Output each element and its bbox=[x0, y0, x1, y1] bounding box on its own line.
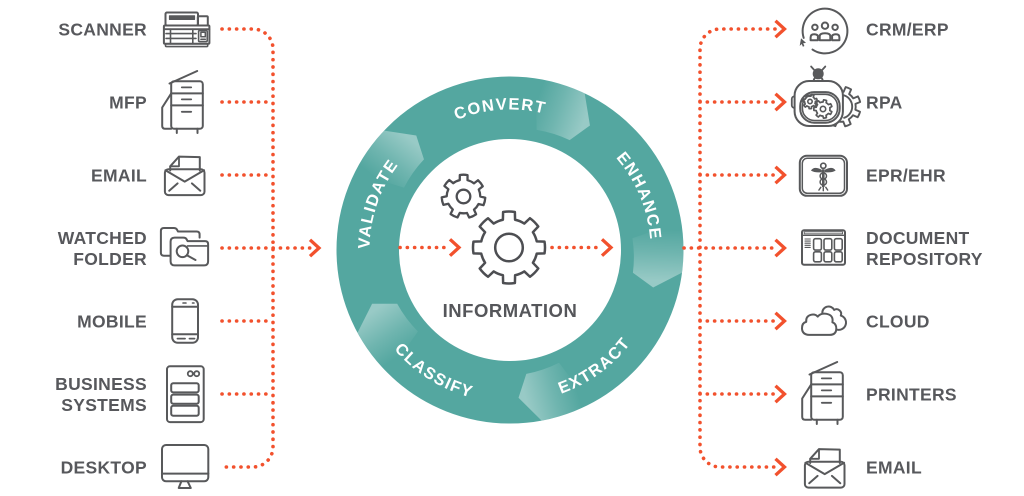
svg-text:MOBILE: MOBILE bbox=[77, 311, 147, 331]
svg-text:EMAIL: EMAIL bbox=[866, 457, 922, 477]
svg-text:FOLDER: FOLDER bbox=[73, 249, 147, 269]
svg-text:CLOUD: CLOUD bbox=[866, 311, 930, 331]
svg-text:EMAIL: EMAIL bbox=[91, 165, 147, 185]
svg-text:DESKTOP: DESKTOP bbox=[61, 457, 147, 477]
svg-text:INFORMATION: INFORMATION bbox=[443, 300, 578, 321]
svg-text:SCANNER: SCANNER bbox=[58, 19, 147, 39]
svg-text:PRINTERS: PRINTERS bbox=[866, 384, 957, 404]
svg-text:MFP: MFP bbox=[109, 92, 147, 112]
svg-text:CRM/ERP: CRM/ERP bbox=[866, 19, 949, 39]
svg-text:DOCUMENT: DOCUMENT bbox=[866, 228, 970, 248]
svg-text:RPA: RPA bbox=[866, 92, 903, 112]
svg-text:EPR/EHR: EPR/EHR bbox=[866, 165, 946, 185]
svg-text:REPOSITORY: REPOSITORY bbox=[866, 249, 983, 269]
svg-text:BUSINESS: BUSINESS bbox=[55, 374, 147, 394]
svg-text:SYSTEMS: SYSTEMS bbox=[61, 395, 147, 415]
svg-text:WATCHED: WATCHED bbox=[58, 228, 147, 248]
